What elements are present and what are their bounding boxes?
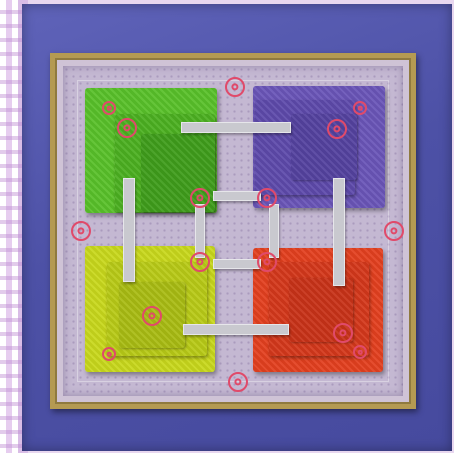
bridge-top xyxy=(181,122,291,133)
marker-green-corner[interactable] xyxy=(102,101,116,115)
marker-bottom[interactable] xyxy=(228,372,248,392)
marker-center-nw[interactable] xyxy=(190,188,210,208)
bridge-bottom xyxy=(183,324,289,335)
game-board xyxy=(63,66,403,396)
marker-left[interactable] xyxy=(71,221,91,241)
marker-red-inner[interactable] xyxy=(333,323,353,343)
marker-purple-corner[interactable] xyxy=(353,101,367,115)
marker-right[interactable] xyxy=(384,221,404,241)
marker-red-corner[interactable] xyxy=(353,345,367,359)
bridge-center-left xyxy=(195,204,205,258)
bridge-center-right xyxy=(269,204,279,258)
marker-center-sw[interactable] xyxy=(190,252,210,272)
marker-purple-inner[interactable] xyxy=(327,119,347,139)
marker-yellow-inner[interactable] xyxy=(142,306,162,326)
bridge-center-top xyxy=(213,191,261,201)
marker-center-ne[interactable] xyxy=(257,188,277,208)
bridge-center-bot xyxy=(213,259,261,269)
bridge-left xyxy=(123,178,135,282)
marker-yellow-corner[interactable] xyxy=(102,347,116,361)
bridge-right xyxy=(333,178,345,286)
marker-top[interactable] xyxy=(225,77,245,97)
purple-square-small xyxy=(291,114,357,180)
marker-green-inner[interactable] xyxy=(117,118,137,138)
marker-center-se[interactable] xyxy=(257,252,277,272)
